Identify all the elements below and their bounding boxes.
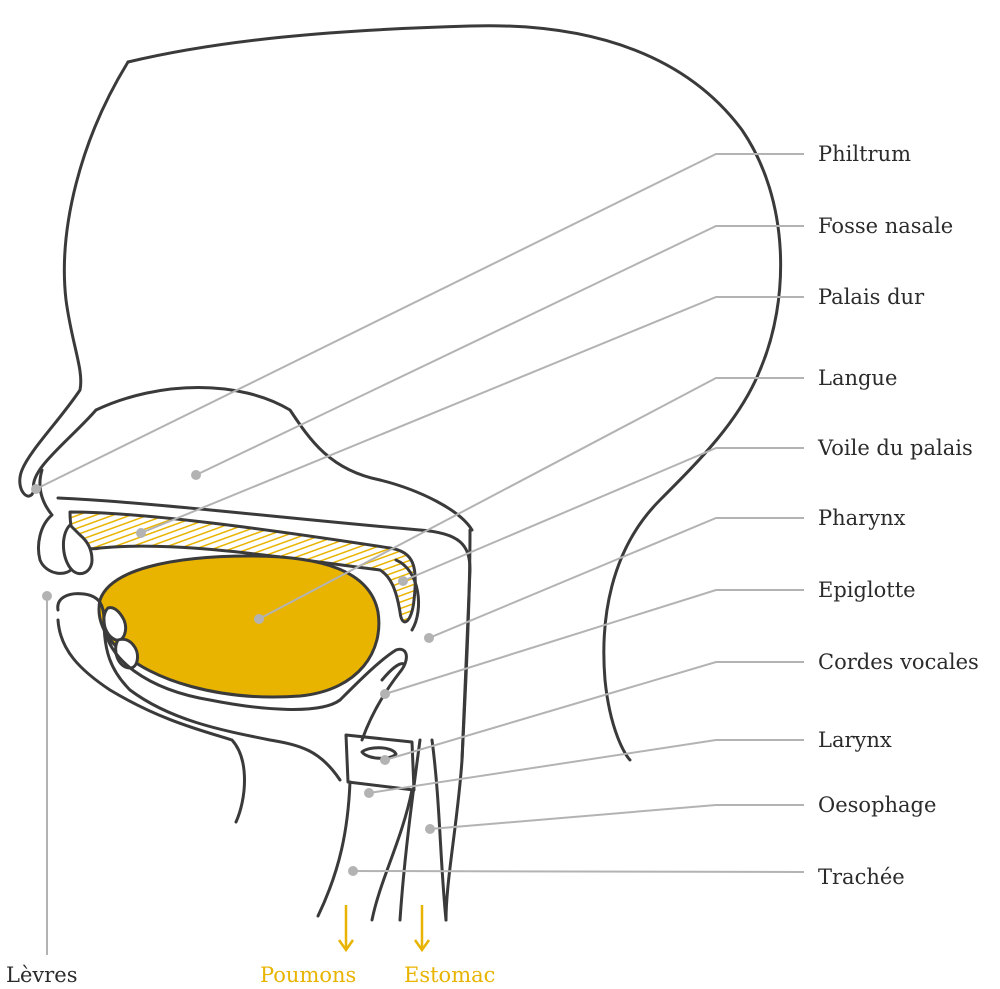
dot-langue [254,614,264,624]
leader-trachee [353,871,804,872]
dot-pharynx [424,633,434,643]
arrow-poumons [339,905,353,950]
leader-epiglotte [385,590,804,694]
arrow-estomac [415,905,429,950]
leader-oesophage [430,805,804,829]
label-epiglotte: Epiglotte [818,578,916,602]
label-larynx: Larynx [818,728,892,752]
label-oesophage: Oesophage [818,793,936,817]
dot-levres [42,591,52,601]
leader-philtrum [36,154,804,489]
label-estomac: Estomac [404,963,495,987]
dot-trachee [348,866,358,876]
leader-pharynx [429,518,804,638]
label-poumons: Poumons [260,963,356,987]
dot-voile-du-palais [398,576,408,586]
label-philtrum: Philtrum [818,142,911,166]
dot-palais-dur [136,528,146,538]
label-voile-du-palais: Voile du palais [817,436,973,460]
label-langue: Langue [818,366,897,390]
label-palais-dur: Palais dur [818,285,925,309]
pharynx-wall [446,530,470,920]
dot-cordes-vocales [380,755,390,765]
dot-oesophage [425,824,435,834]
oesophagus-left [400,740,420,920]
label-fosse-nasale: Fosse nasale [818,214,953,238]
label-trachee: Trachée [818,865,905,889]
dot-larynx [364,788,374,798]
larynx [346,735,414,790]
leader-voile-du-palais [403,448,804,581]
leader-cordes-vocales [385,662,804,760]
dot-epiglotte [380,689,390,699]
label-pharynx: Pharynx [818,506,906,530]
dot-fosse-nasale [191,470,201,480]
leader-palais-dur [141,297,804,533]
leader-fosse-nasale [196,226,804,475]
head-outline [20,62,472,530]
vocal-cords [362,748,396,759]
trachea-left [318,782,350,916]
label-levres: Lèvres [6,963,77,987]
label-cordes-vocales: Cordes vocales [818,650,979,674]
dot-philtrum [31,484,41,494]
